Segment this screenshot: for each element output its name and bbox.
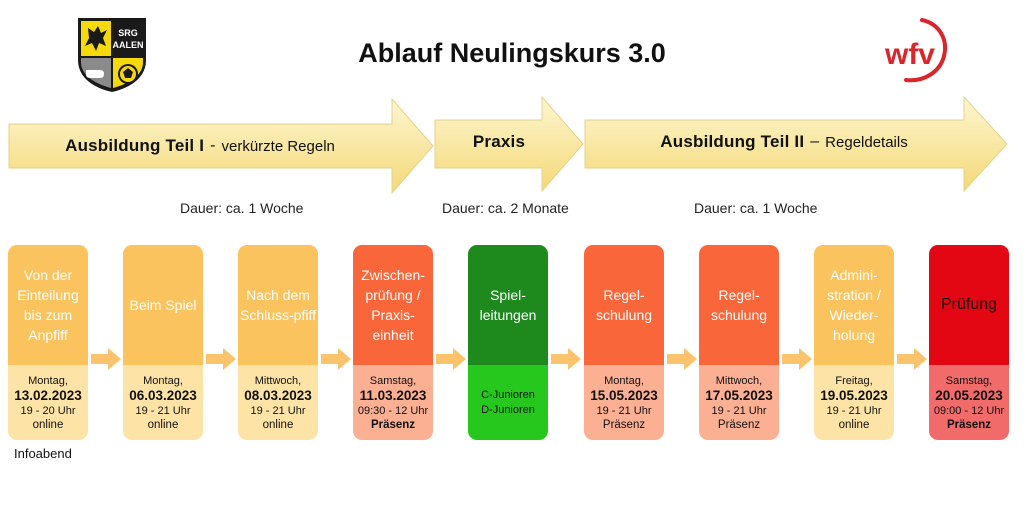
stage-9-title: Prüfung: [940, 296, 998, 313]
stage-7: Regel-schulung Mittwoch, 17.05.2023 19 -…: [699, 245, 779, 440]
stage-5: Spiel-leitungen C-Junioren D-Junioren: [468, 245, 548, 440]
connector-arrow-2: [206, 348, 236, 370]
stage-7-day: Mittwoch,: [715, 374, 763, 387]
srg-logo-text-2: AALEN: [113, 40, 144, 50]
stage-4-title: Zwischen-prüfung / Praxis-einheit: [361, 267, 425, 343]
stage-1-time: 19 - 20 Uhr: [20, 404, 76, 417]
connector-arrow-1: [91, 348, 121, 370]
stage-9-day: Samstag,: [945, 374, 993, 387]
stage-3: Nach dem Schluss-pfiff Mittwoch, 08.03.2…: [238, 245, 318, 440]
connector-arrow-8: [897, 348, 927, 370]
stage-3-day: Mittwoch,: [254, 374, 302, 387]
stage-9: Prüfung Samstag, 20.05.2023 09:00 - 12 U…: [929, 245, 1009, 440]
arrow-praxis: Praxis: [434, 96, 584, 192]
stage-3-date: 08.03.2023: [244, 387, 312, 403]
stage-9-date: 20.05.2023: [935, 387, 1003, 403]
stage-4-mode: Präsenz: [370, 418, 416, 431]
stage-2-time: 19 - 21 Uhr: [135, 404, 191, 417]
duration-teil-1: Dauer: ca. 1 Woche: [180, 200, 304, 216]
stage-8-day: Freitag,: [835, 374, 873, 387]
stage-8-time: 19 - 21 Uhr: [826, 404, 882, 417]
stage-8-mode: online: [838, 418, 870, 431]
connector-arrow-3: [321, 348, 351, 370]
page-title: Ablauf Neulingskurs 3.0: [358, 38, 666, 68]
stage-6-mode: Präsenz: [602, 418, 646, 431]
stage-9-mode: Präsenz: [946, 418, 992, 431]
stage-2-day: Montag,: [143, 374, 183, 387]
duration-praxis: Dauer: ca. 2 Monate: [442, 200, 569, 216]
connector-arrow-4: [436, 348, 466, 370]
stage-4-date: 11.03.2023: [359, 387, 427, 403]
stage-5-note: C-Junioren D-Junioren: [481, 388, 535, 416]
stage-1-date: 13.02.2023: [14, 387, 82, 403]
stage-6: Regel-schulung Montag, 15.05.2023 19 - 2…: [584, 245, 664, 440]
stage-2: Beim Spiel Montag, 06.03.2023 19 - 21 Uh…: [123, 245, 203, 440]
stage-5-title: Spiel-leitungen: [479, 287, 537, 323]
stage-8-date: 19.05.2023: [820, 387, 888, 403]
srg-aalen-logo: SRG AALEN: [74, 16, 150, 94]
connector-arrow-6: [667, 348, 697, 370]
stage-6-date: 15.05.2023: [590, 387, 658, 403]
stage-1: Von der Einteilung bis zum Anpfiff Monta…: [8, 245, 88, 440]
arrow-1-sep: -: [210, 137, 216, 154]
arrow-3-main: Ausbildung Teil II: [660, 132, 805, 151]
stage-8-title: Admini-stration / Wieder-holung: [827, 267, 881, 343]
connector-arrow-7: [782, 348, 812, 370]
infoabend-label: Infoabend: [14, 446, 72, 461]
arrow-ausbildung-teil-1: Ausbildung Teil I - verkürzte Regeln: [8, 98, 434, 194]
stage-7-title: Regel-schulung: [710, 287, 768, 323]
stage-4: Zwischen-prüfung / Praxis-einheit Samsta…: [353, 245, 433, 440]
duration-teil-2: Dauer: ca. 1 Woche: [694, 200, 818, 216]
arrow-1-main: Ausbildung Teil I: [65, 136, 205, 155]
wfv-logo-text: wfv: [884, 38, 935, 71]
stage-4-day: Samstag,: [369, 374, 417, 387]
srg-logo-text-1: SRG: [118, 28, 138, 38]
stage-6-time: 19 - 21 Uhr: [596, 404, 652, 417]
stage-3-title: Nach dem Schluss-pfiff: [240, 287, 316, 323]
wfv-logo: wfv: [872, 14, 952, 88]
arrow-1-sub: verkürzte Regeln: [221, 137, 335, 155]
stage-7-mode: Präsenz: [717, 418, 761, 431]
stage-7-time: 19 - 21 Uhr: [711, 404, 767, 417]
stage-4-time: 09:30 - 12 Uhr: [357, 404, 429, 417]
stage-2-date: 06.03.2023: [129, 387, 197, 403]
stage-8: Admini-stration / Wieder-holung Freitag,…: [814, 245, 894, 440]
stage-1-mode: online: [32, 418, 64, 431]
arrow-3-sep: –: [810, 133, 820, 150]
arrow-2-main: Praxis: [472, 132, 526, 151]
connector-arrow-5: [551, 348, 581, 370]
stage-1-day: Montag,: [28, 374, 68, 387]
stage-3-mode: online: [262, 418, 294, 431]
stage-9-time: 09:00 - 12 Uhr: [933, 404, 1005, 417]
stage-6-day: Montag,: [604, 374, 644, 387]
stage-2-title: Beim Spiel: [129, 297, 197, 313]
stage-2-mode: online: [147, 418, 179, 431]
arrow-ausbildung-teil-2: Ausbildung Teil II – Regeldetails: [584, 96, 1008, 192]
arrow-3-sub: Regeldetails: [825, 133, 908, 151]
stage-6-title: Regel-schulung: [595, 287, 653, 323]
stage-1-title: Von der Einteilung bis zum Anpfiff: [17, 267, 79, 343]
stage-7-date: 17.05.2023: [705, 387, 773, 403]
stage-3-time: 19 - 21 Uhr: [250, 404, 306, 417]
